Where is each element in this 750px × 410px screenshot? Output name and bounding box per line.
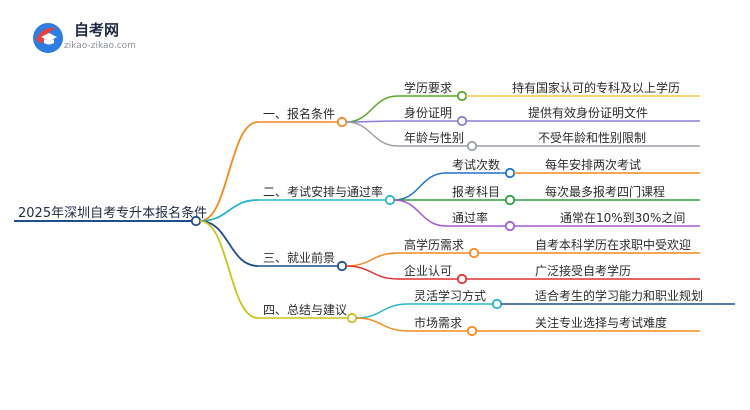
child-connector <box>355 303 409 319</box>
child-node <box>468 247 480 259</box>
child-node <box>456 273 468 285</box>
child-connector <box>393 172 447 201</box>
child-label: 年龄与性别 <box>404 131 464 145</box>
detail-label: 每次最多报考四门课程 <box>545 184 665 199</box>
child-connector <box>345 252 399 267</box>
child-label: 市场需求 <box>414 315 462 330</box>
child-label: 高学历需求 <box>404 237 464 252</box>
site-logo[interactable]: 自考网 zikao-zikao.com <box>30 16 150 60</box>
child-label: 报考科目 <box>452 184 500 199</box>
child-connector <box>345 265 399 280</box>
child-connector <box>345 121 399 147</box>
branch-connector <box>199 121 259 222</box>
detail-label: 适合考生的学习能力和职业规划 <box>535 288 703 303</box>
child-node <box>504 194 516 206</box>
child-node <box>504 167 516 179</box>
root-node <box>190 215 202 227</box>
child-connector <box>355 317 409 332</box>
branch-label: 三、就业前景 <box>263 250 335 265</box>
child-label: 身份证明 <box>404 105 452 120</box>
child-label: 企业认可 <box>404 263 452 278</box>
branch-node <box>336 260 348 272</box>
child-connector <box>345 95 399 123</box>
child-node <box>456 90 468 102</box>
logo-title: 自考网 <box>74 21 120 39</box>
branch-node <box>346 312 358 324</box>
branch-node <box>336 116 348 128</box>
logo-url: zikao-zikao.com <box>64 41 136 51</box>
detail-label: 自考本科学历在求职中受欢迎 <box>535 237 691 252</box>
child-node <box>504 220 516 232</box>
child-connector <box>393 199 447 227</box>
branch-label: 一、报名条件 <box>263 106 335 121</box>
detail-label: 广泛接受自考学历 <box>535 263 631 278</box>
graduation-cap-icon <box>33 23 63 53</box>
detail-label: 关注专业选择与考试难度 <box>535 315 667 330</box>
detail-label: 每年安排两次考试 <box>545 157 641 172</box>
child-label: 灵活学习方式 <box>414 288 486 303</box>
child-label: 考试次数 <box>452 157 500 172</box>
branch-label: 二、考试安排与通过率 <box>263 184 383 199</box>
branch-label: 四、总结与建议 <box>263 303 347 317</box>
root-topic: 2025年深圳自考专升本报名条件 <box>18 205 207 221</box>
detail-label: 不受年龄和性别限制 <box>538 131 646 145</box>
child-node <box>491 298 503 310</box>
branch-connector <box>199 220 259 319</box>
child-node <box>456 115 468 127</box>
detail-label: 提供有效身份证明文件 <box>528 105 648 120</box>
child-label: 学历要求 <box>404 80 452 95</box>
branch-connector <box>199 199 259 222</box>
child-node <box>466 140 478 152</box>
child-node <box>466 325 478 337</box>
branch-node <box>384 194 396 206</box>
child-label: 通过率 <box>452 210 488 225</box>
detail-label: 持有国家认可的专科及以上学历 <box>512 80 680 95</box>
branch-connector <box>199 220 259 267</box>
detail-label: 通常在10%到30%之间 <box>560 211 685 225</box>
